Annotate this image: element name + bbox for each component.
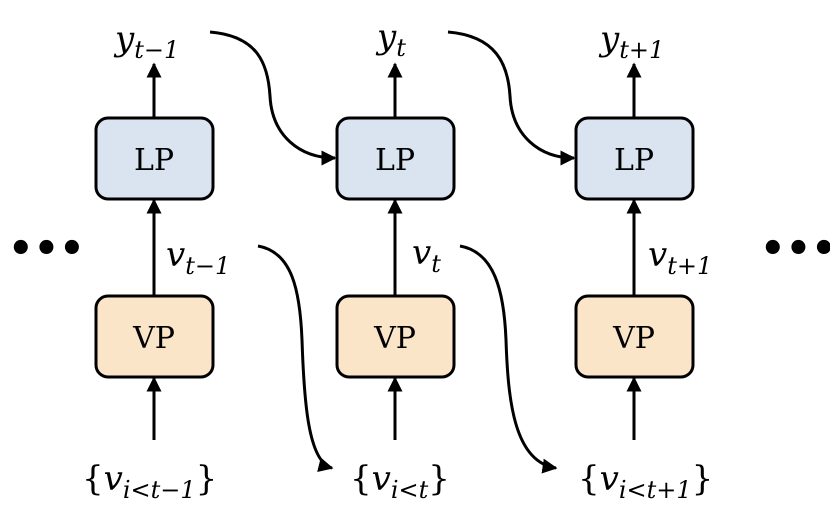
y-label-1: yt−1 xyxy=(113,19,179,64)
arrow-y1-to-lp2 xyxy=(209,30,337,166)
input-label-1: {vi<t−1} xyxy=(82,459,217,504)
lp-label-2: LP xyxy=(375,143,415,178)
ellipsis-right: ••• xyxy=(760,226,830,272)
y-label-2: yt xyxy=(375,17,406,62)
v-label-2: vt xyxy=(412,233,441,278)
v-label-3: vt+1 xyxy=(648,235,712,280)
arrow-v1-to-input2 xyxy=(257,244,334,472)
vp-label-2: VP xyxy=(373,321,416,356)
lp-label-3: LP xyxy=(614,143,654,178)
v-label-1: vt−1 xyxy=(166,235,230,280)
arrow-v2-to-input3 xyxy=(459,244,558,474)
input-label-2: {vi<t} xyxy=(350,459,450,504)
lp-label-1: LP xyxy=(134,143,174,178)
column-t-plus-1: VP LP yt+1 vt+1 {vi<t+1} xyxy=(574,19,713,504)
column-t: VP LP yt vt {vi<t} xyxy=(335,17,456,504)
vp-label-1: VP xyxy=(132,321,175,356)
column-t-minus-1: VP LP yt−1 vt−1 {vi<t−1} xyxy=(82,19,230,504)
y-label-3: yt+1 xyxy=(598,19,664,64)
arrow-y2-to-lp3 xyxy=(447,30,576,166)
vp-label-3: VP xyxy=(612,321,655,356)
ellipsis-left: ••• xyxy=(8,226,85,272)
input-label-3: {vi<t+1} xyxy=(578,459,713,504)
